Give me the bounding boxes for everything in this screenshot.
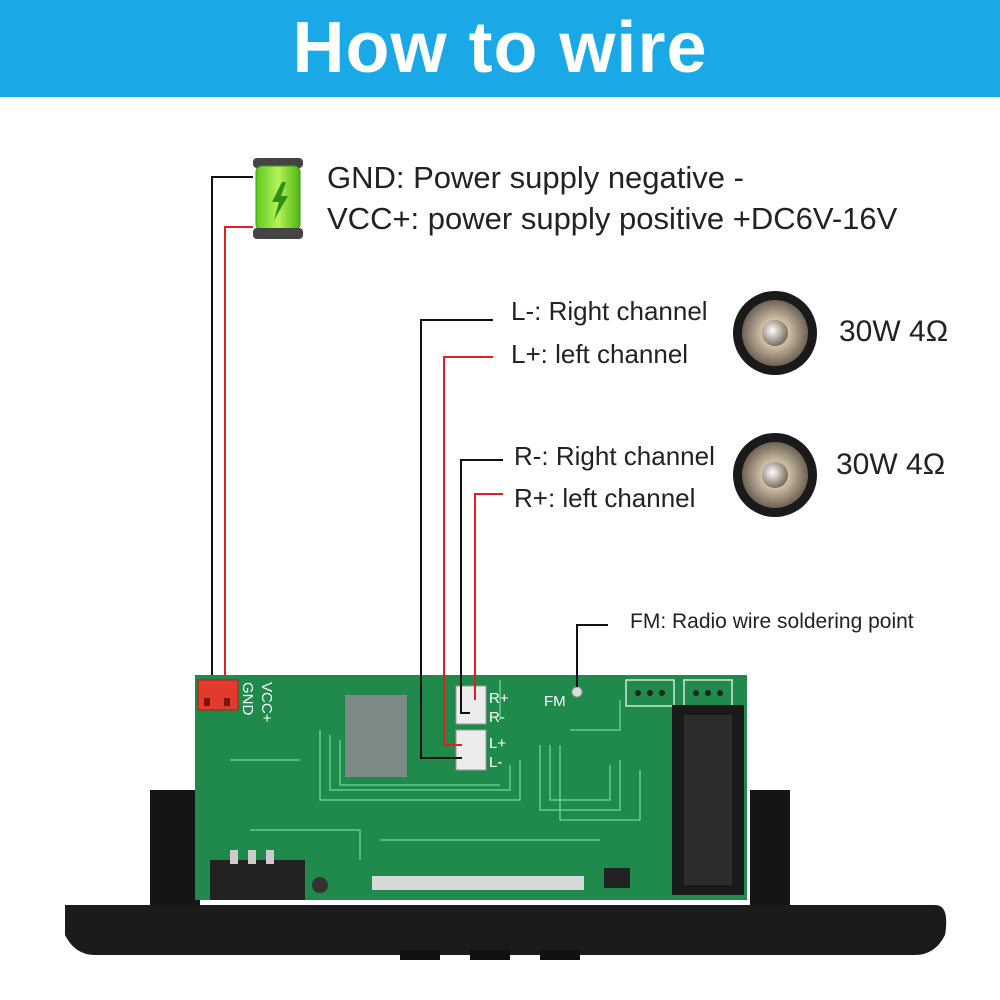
- speaker-right-icon: [733, 433, 817, 517]
- gnd-wire: [211, 176, 253, 702]
- l-minus-wire: [420, 319, 493, 759]
- pin-l-plus: L+: [489, 735, 506, 752]
- l-plus-wire: [443, 356, 493, 746]
- speaker-left-icon: [733, 291, 817, 375]
- fm-wire: [576, 624, 608, 687]
- pin-r-minus: R-: [489, 709, 505, 726]
- silk-fm: FM: [544, 693, 566, 710]
- page-title: How to wire: [292, 8, 708, 88]
- fm-label: FM: Radio wire soldering point: [630, 610, 914, 633]
- housing: [65, 790, 947, 960]
- header-banner: [0, 0, 1000, 97]
- gnd-label: GND: Power supply negative -: [327, 160, 744, 195]
- l-plus-label: L+: left channel: [511, 339, 689, 369]
- r-minus-label: R-: Right channel: [514, 441, 715, 471]
- silk-gnd: GND: [239, 682, 256, 716]
- vcc-wire: [224, 226, 253, 702]
- silk-vcc: VCC+: [258, 682, 275, 723]
- speaker-right-rating: 30W 4Ω: [836, 448, 946, 481]
- r-plus-label: R+: left channel: [514, 483, 696, 513]
- vcc-label: VCC+: power supply positive +DC6V-16V: [327, 201, 898, 236]
- battery-icon: [253, 158, 303, 239]
- pin-r-plus: R+: [489, 690, 509, 707]
- l-minus-label: L-: Right channel: [511, 296, 708, 326]
- speaker-left-rating: 30W 4Ω: [839, 315, 949, 348]
- r-minus-wire: [460, 459, 503, 714]
- pin-l-minus: L-: [489, 754, 502, 771]
- r-plus-wire: [474, 493, 503, 700]
- pcb-board: [195, 675, 747, 900]
